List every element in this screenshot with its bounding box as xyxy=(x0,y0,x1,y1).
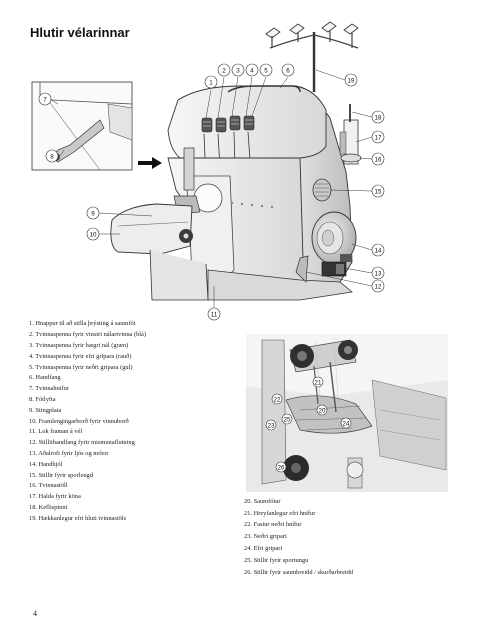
callout-14: 14 xyxy=(371,243,385,257)
legend-item-9: 9. Stingplata xyxy=(29,406,62,414)
svg-text:20: 20 xyxy=(319,407,326,414)
svg-text:1: 1 xyxy=(209,80,213,87)
callout-3: 3 xyxy=(231,63,245,77)
callout-4: 4 xyxy=(245,63,259,77)
svg-text:4: 4 xyxy=(250,68,254,75)
svg-text:25: 25 xyxy=(284,416,291,423)
callout-6: 6 xyxy=(281,63,295,77)
legend-item-11: 11. Lok framan á vél xyxy=(29,428,83,436)
callout-1: 1 xyxy=(204,75,218,89)
callout-25: 25 xyxy=(281,413,293,425)
svg-text:5: 5 xyxy=(264,68,268,75)
callout-24: 24 xyxy=(340,417,352,429)
callout-20: 20 xyxy=(316,404,328,416)
legend-item-4: 4. Tvinnaspenna fyrir efri gripara (rauð… xyxy=(29,352,132,360)
callout-26: 26 xyxy=(275,461,287,473)
svg-text:19: 19 xyxy=(348,78,355,85)
legend-item-8: 8. Fótlyfta xyxy=(29,395,56,403)
legend-item-7: 7. Tvinnahnífur xyxy=(29,385,69,393)
svg-text:3: 3 xyxy=(236,68,240,75)
detail-closeup-looper-area xyxy=(246,334,448,492)
overlock-machine-illustration: 1 2 3 4 5 6 7 8 9 10 11 12 13 14 15 16 1… xyxy=(31,21,448,492)
callout-8: 8 xyxy=(45,149,59,163)
callout-18: 18 xyxy=(371,110,385,124)
legend-item-23: 23. Neðri gripari xyxy=(244,533,287,541)
page-number: 4 xyxy=(33,609,37,618)
legend-item-16: 16. Tvinnastöll xyxy=(29,482,68,490)
svg-text:13: 13 xyxy=(375,271,382,278)
callouts-closeup: 20 21 22 23 24 25 26 xyxy=(265,376,352,473)
legend-right-list: 20. Saumfótur 21. Hreyfanlegur efri hníf… xyxy=(244,496,353,579)
legend-item-12: 12. Stilliihandfang fyrir mismunaflutnin… xyxy=(29,439,135,447)
svg-text:14: 14 xyxy=(375,248,382,255)
svg-text:21: 21 xyxy=(315,379,322,386)
legend-item-6: 6. Handfang xyxy=(29,374,61,382)
legend-item-1: 1. Hnappur til að stilla þrýsting á saum… xyxy=(29,320,136,328)
legend-item-3: 3. Tvinnaspenna fyrir hægri nál (græn) xyxy=(29,341,129,349)
callout-21: 21 xyxy=(312,376,324,388)
legend-item-22: 22. Fastur neðri hnífur xyxy=(244,521,302,529)
legend-item-25: 25. Stillir fyrir sportungu xyxy=(244,556,309,564)
thread-stand xyxy=(265,21,359,92)
svg-text:6: 6 xyxy=(286,68,290,75)
callout-22: 22 xyxy=(271,393,283,405)
svg-text:18: 18 xyxy=(375,115,382,122)
svg-text:15: 15 xyxy=(375,189,382,196)
svg-text:11: 11 xyxy=(211,312,218,319)
legend-left-list: 1. Hnappur til að stilla þrýsting á saum… xyxy=(29,319,146,524)
machine-right-side xyxy=(295,104,362,283)
callouts-top: 1 2 3 4 5 6 7 8 9 10 11 12 13 14 15 16 1… xyxy=(38,63,385,321)
legend-item-17: 17. Halda fyrir köna xyxy=(29,493,81,501)
legend-item-18: 18. Keflispinni xyxy=(29,503,68,511)
svg-text:16: 16 xyxy=(375,157,382,164)
callout-leader-lines xyxy=(49,69,373,308)
callout-7: 7 xyxy=(38,92,52,106)
callout-11: 11 xyxy=(207,307,221,321)
callout-17: 17 xyxy=(371,130,385,144)
callout-12: 12 xyxy=(371,279,385,293)
legend-item-26: 26. Stillir fyrir saumbreidd / skurðarbr… xyxy=(244,568,353,576)
legend-item-21: 21. Hreyfanlegur efri hnífur xyxy=(244,509,316,517)
legend-item-10: 10. Framlengingarborð fyrir vinnuborð xyxy=(29,417,129,425)
svg-text:2: 2 xyxy=(222,68,226,75)
svg-text:22: 22 xyxy=(274,396,281,403)
legend-item-19: 19. Hækkanlegur efri hluti tvinnastöls xyxy=(29,514,127,522)
callout-15: 15 xyxy=(371,184,385,198)
legend-item-15: 15. Stillir fyrir sporlengd xyxy=(29,471,93,479)
callout-5: 5 xyxy=(259,63,273,77)
legend-item-20: 20. Saumfótur xyxy=(244,497,281,505)
legend-item-13: 13. Aðalrofi fyrir ljós og mótor xyxy=(29,449,109,457)
svg-text:10: 10 xyxy=(90,232,97,239)
callout-16: 16 xyxy=(371,152,385,166)
page-title: Hlutir vélarinnar xyxy=(30,25,130,40)
svg-text:24: 24 xyxy=(343,420,350,427)
callout-19: 19 xyxy=(344,73,358,87)
callout-2: 2 xyxy=(217,63,231,77)
svg-text:17: 17 xyxy=(375,135,382,142)
callout-9: 9 xyxy=(86,206,100,220)
legend-item-2: 2. Tvinnaspenna fyrir vinstri nálartvinn… xyxy=(29,331,147,339)
svg-text:26: 26 xyxy=(278,464,285,471)
svg-text:9: 9 xyxy=(91,211,95,218)
callout-10: 10 xyxy=(86,227,100,241)
svg-text:23: 23 xyxy=(268,422,275,429)
callout-13: 13 xyxy=(371,266,385,280)
svg-text:12: 12 xyxy=(375,284,382,291)
legend-item-14: 14. Handhjól xyxy=(29,460,63,468)
callout-23: 23 xyxy=(265,419,277,431)
svg-text:8: 8 xyxy=(50,154,54,161)
pointer-arrow-icon xyxy=(138,157,162,169)
svg-text:7: 7 xyxy=(43,97,47,104)
legend-item-5: 5. Tvinnaspenna fyrir neðri gripara (gul… xyxy=(29,363,133,371)
legend-item-24: 24. Efri gripari xyxy=(244,545,283,553)
